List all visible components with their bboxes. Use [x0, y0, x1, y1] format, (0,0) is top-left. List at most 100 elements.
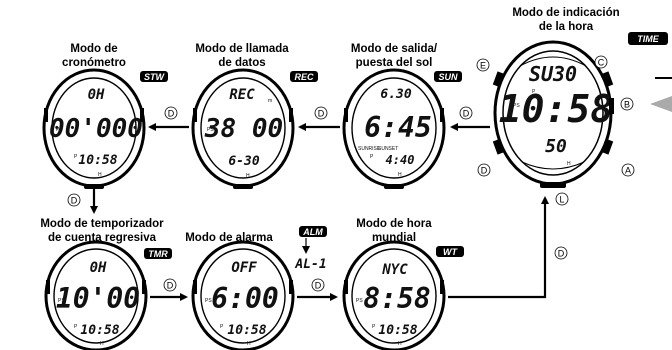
wt-main-display: 8:58 [363, 282, 430, 315]
svg-text:D: D [168, 109, 175, 119]
svg-text:P: P [74, 154, 78, 160]
svg-text:P: P [372, 324, 376, 330]
arrow-d-label-7: D [554, 246, 568, 260]
rec-mode-title-line1: Modo de llamada [195, 43, 289, 55]
svg-text:H: H [246, 173, 250, 179]
svg-text:L: L [559, 195, 564, 205]
stw-mode-title-line2: cronómetro [62, 57, 126, 69]
sun-top-display: 6.30 [380, 87, 411, 102]
tmr-mode-title-line2: de cuenta regresiva [48, 232, 157, 244]
svg-text:H: H [98, 172, 102, 178]
svg-text:TIME: TIME [637, 34, 659, 44]
arrow-d-label-4: D [67, 193, 81, 207]
wt-top-display: NYC [381, 262, 408, 278]
svg-text:SUN: SUN [438, 72, 458, 82]
svg-text:D: D [315, 281, 322, 291]
svg-text:H: H [100, 341, 104, 347]
wt-bottom-display: 10:58 [378, 323, 417, 338]
stw-main-display: 00'000 [49, 114, 143, 144]
svg-text:PS: PS [356, 298, 363, 304]
sun-sunrise-label: SUNRISE [358, 146, 381, 152]
tmr-mode-title-line1: Modo de temporizador [40, 218, 164, 230]
alm-mode-title: Modo de alarma [185, 232, 273, 244]
svg-text:A: A [625, 166, 631, 176]
stw-mode-title-line1: Modo de [70, 43, 117, 55]
svg-text:D: D [481, 166, 488, 176]
time-tag: TIME [628, 32, 668, 45]
sun-mode-title-line2: puesta del sol [356, 57, 433, 69]
rec-tag: REC [290, 71, 318, 82]
button-b-label: B [620, 97, 634, 111]
time-ps-indicator: PS [513, 103, 520, 109]
alm-bottom-display: 10:58 [227, 323, 266, 338]
time-mode-title-line1: Modo de indicación [512, 7, 619, 19]
alm-top-display: OFF [231, 260, 257, 276]
time-top-display: SU30 [529, 62, 577, 86]
tmr-main-display: 10'00 [56, 282, 140, 315]
svg-text:PS: PS [58, 298, 65, 304]
svg-text:REC: REC [294, 72, 314, 82]
button-a-label: A [621, 163, 635, 177]
svg-text:PS: PS [207, 127, 214, 133]
alm-main-display: 6:00 [211, 282, 278, 315]
svg-text:D: D [463, 109, 470, 119]
sun-tag: SUN [434, 71, 462, 82]
rec-mode-title-line2: de datos [218, 57, 265, 69]
watch-time: SU30 P PS 10:58 50 H [492, 40, 614, 188]
arrow-d-label-2: D [314, 106, 328, 120]
stw-tag: STW [140, 71, 168, 82]
svg-text:ALM: ALM [302, 227, 323, 237]
svg-text:PS: PS [205, 298, 212, 304]
time-h-indicator: H [567, 161, 571, 167]
time-bottom-display: 50 [545, 136, 567, 157]
svg-text:D: D [71, 196, 78, 206]
stw-top-display: 0H [88, 87, 105, 103]
arrow-d-label-6: D [311, 278, 325, 292]
button-c-label: C [594, 55, 608, 69]
sun-sunset-label: SUNSET [378, 146, 398, 152]
svg-text:E: E [480, 61, 486, 71]
alm-sub-label: AL-1 [294, 257, 326, 272]
arrow-d-label-3: D [164, 106, 178, 120]
svg-text:PS: PS [56, 127, 63, 133]
svg-text:TMR: TMR [148, 249, 168, 259]
tmr-bottom-display: 10:58 [80, 323, 119, 338]
svg-text:D: D [558, 249, 565, 259]
tmr-top-display: 0H [90, 260, 107, 276]
button-e-label: E [476, 58, 490, 72]
svg-text:D: D [167, 281, 174, 291]
svg-text:STW: STW [144, 72, 166, 82]
svg-text:D: D [318, 109, 325, 119]
rec-bottom-display: 6-30 [228, 154, 259, 169]
svg-text:H: H [247, 341, 251, 347]
svg-text:P: P [74, 324, 78, 330]
rec-unit: m [268, 98, 272, 104]
svg-text:H: H [398, 341, 402, 347]
svg-text:C: C [598, 58, 605, 68]
sun-main-display: 6:45 [364, 111, 431, 144]
tmr-tag: TMR [144, 248, 172, 259]
stw-bottom-display: 10:58 [78, 153, 117, 168]
watch-wt: NYC PS 8:58 P 10:58 H [342, 240, 446, 350]
sun-bottom-display: 4:40 [386, 153, 415, 167]
wt-tag: WT [436, 246, 464, 257]
time-main-display: 10:58 [499, 87, 613, 131]
sun-pm-indicator: P [370, 154, 374, 160]
time-mode-title-line2: de la hora [539, 21, 594, 33]
svg-text:B: B [624, 100, 630, 110]
rec-top-display: REC [229, 87, 255, 103]
wt-mode-title-line2: mundial [372, 232, 416, 244]
watch-rec: REC m PS 38 00 6-30 H [191, 68, 295, 189]
svg-text:H: H [398, 172, 402, 178]
arrow-d-label-1: D [459, 106, 473, 120]
svg-text:WT: WT [443, 247, 458, 257]
watch-sun: 6.30 6:45 SUNRISE SUNSET P 4:40 H [342, 68, 446, 189]
arrow-d-label-5: D [163, 278, 177, 292]
edge-arrowhead [650, 96, 672, 112]
watch-alm: OFF PS 6:00 P 10:58 H [191, 240, 295, 350]
sun-mode-title-line1: Modo de salida/ [351, 43, 438, 55]
watch-stw: 0H PS 00'000 P 10:58 H [42, 68, 146, 189]
wt-mode-title-line1: Modo de hora [356, 218, 432, 230]
